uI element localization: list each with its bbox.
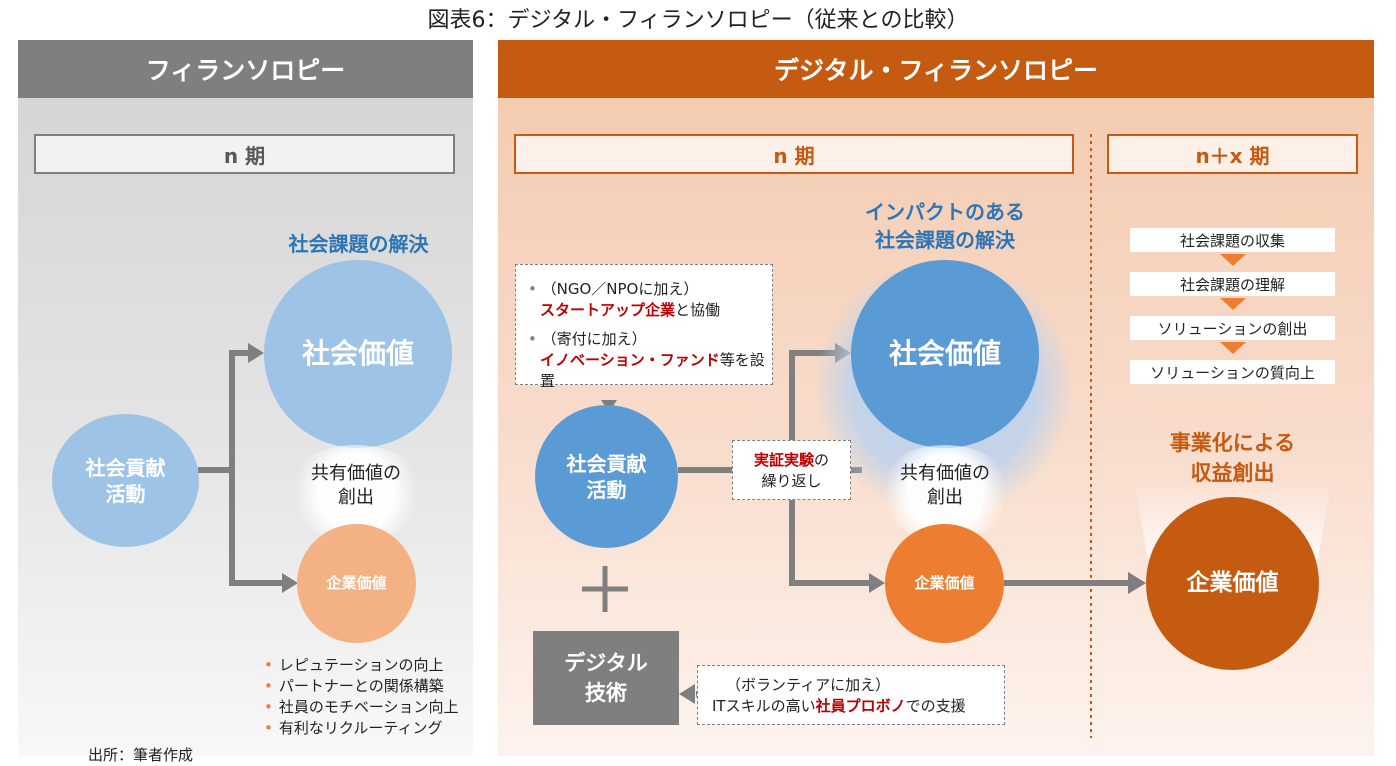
down-arrow-icon	[1220, 298, 1246, 310]
process-step: 社会課題の理解	[1130, 272, 1335, 296]
down-arrow-icon	[1220, 342, 1246, 354]
process-step: ソリューションの質向上	[1130, 360, 1335, 384]
big-corporate-value-circle: 企業価値	[1146, 497, 1319, 670]
experiment-box: 実証実験の 繰り返し	[732, 440, 851, 500]
list-item: パートナーとの関係構築	[264, 676, 459, 697]
left-contribution-circle: 社会貢献活動	[52, 414, 199, 547]
diagram-title: 図表6：デジタル・フィランソロピー（従来との比較）	[427, 8, 969, 33]
right-shared-value-label: 共有価値の創出	[900, 463, 990, 509]
left-corporate-value-circle: 企業価値	[297, 524, 416, 643]
left-arrow-corporate	[282, 573, 298, 593]
commercialization-label: 事業化による収益創出	[1169, 431, 1296, 485]
right-arrow-corporate	[869, 573, 885, 593]
partnership-note: • （NGO／NPOに加え） スタートアップ企業と協働 • （寄付に加え） イノ…	[515, 264, 773, 390]
right-corporate-value-circle: 企業価値	[885, 524, 1004, 643]
process-step: 社会課題の収集	[1130, 228, 1335, 252]
left-arrow-social	[248, 343, 264, 363]
left-period-box: n 期	[34, 134, 455, 174]
arrow-probono-to-digital	[679, 684, 695, 704]
probono-note: （ボランティアに加え） ITスキルの高い社員プロボノでの支援	[697, 665, 1005, 725]
list-item: 有利なリクルーティング	[264, 718, 459, 739]
digital-tech-box: デジタル技術	[533, 631, 679, 725]
arrow-to-commercialization	[1128, 572, 1146, 594]
source-note: 出所：筆者作成	[88, 746, 194, 764]
process-steps: 社会課題の収集 社会課題の理解 ソリューションの創出 ソリューションの質向上	[1130, 228, 1335, 384]
right-period-n-box: n 期	[514, 134, 1074, 174]
left-social-issue-label: 社会課題の解決	[288, 232, 429, 256]
left-social-value-circle: 社会価値	[264, 260, 452, 448]
left-header: フィランソロピー	[18, 40, 473, 98]
right-flow-lines	[678, 350, 1130, 697]
right-period-nx-box: n＋x 期	[1107, 134, 1358, 174]
down-arrow-icon	[1220, 254, 1246, 266]
right-contribution-circle: 社会貢献活動	[535, 405, 678, 548]
impact-label: インパクトのある社会課題の解決	[865, 200, 1025, 252]
left-flow-lines	[198, 350, 284, 586]
list-item: 社員のモチベーション向上	[264, 697, 459, 718]
left-shared-value-label: 共有価値の創出	[311, 463, 401, 509]
left-benefits-list: レピュテーションの向上 パートナーとの関係構築 社員のモチベーション向上 有利な…	[264, 655, 459, 739]
right-header: デジタル・フィランソロピー	[498, 40, 1374, 98]
process-step: ソリューションの創出	[1130, 316, 1335, 340]
plus-sign	[582, 566, 628, 612]
list-item: レピュテーションの向上	[264, 655, 459, 676]
right-social-value-circle: 社会価値	[851, 260, 1039, 448]
